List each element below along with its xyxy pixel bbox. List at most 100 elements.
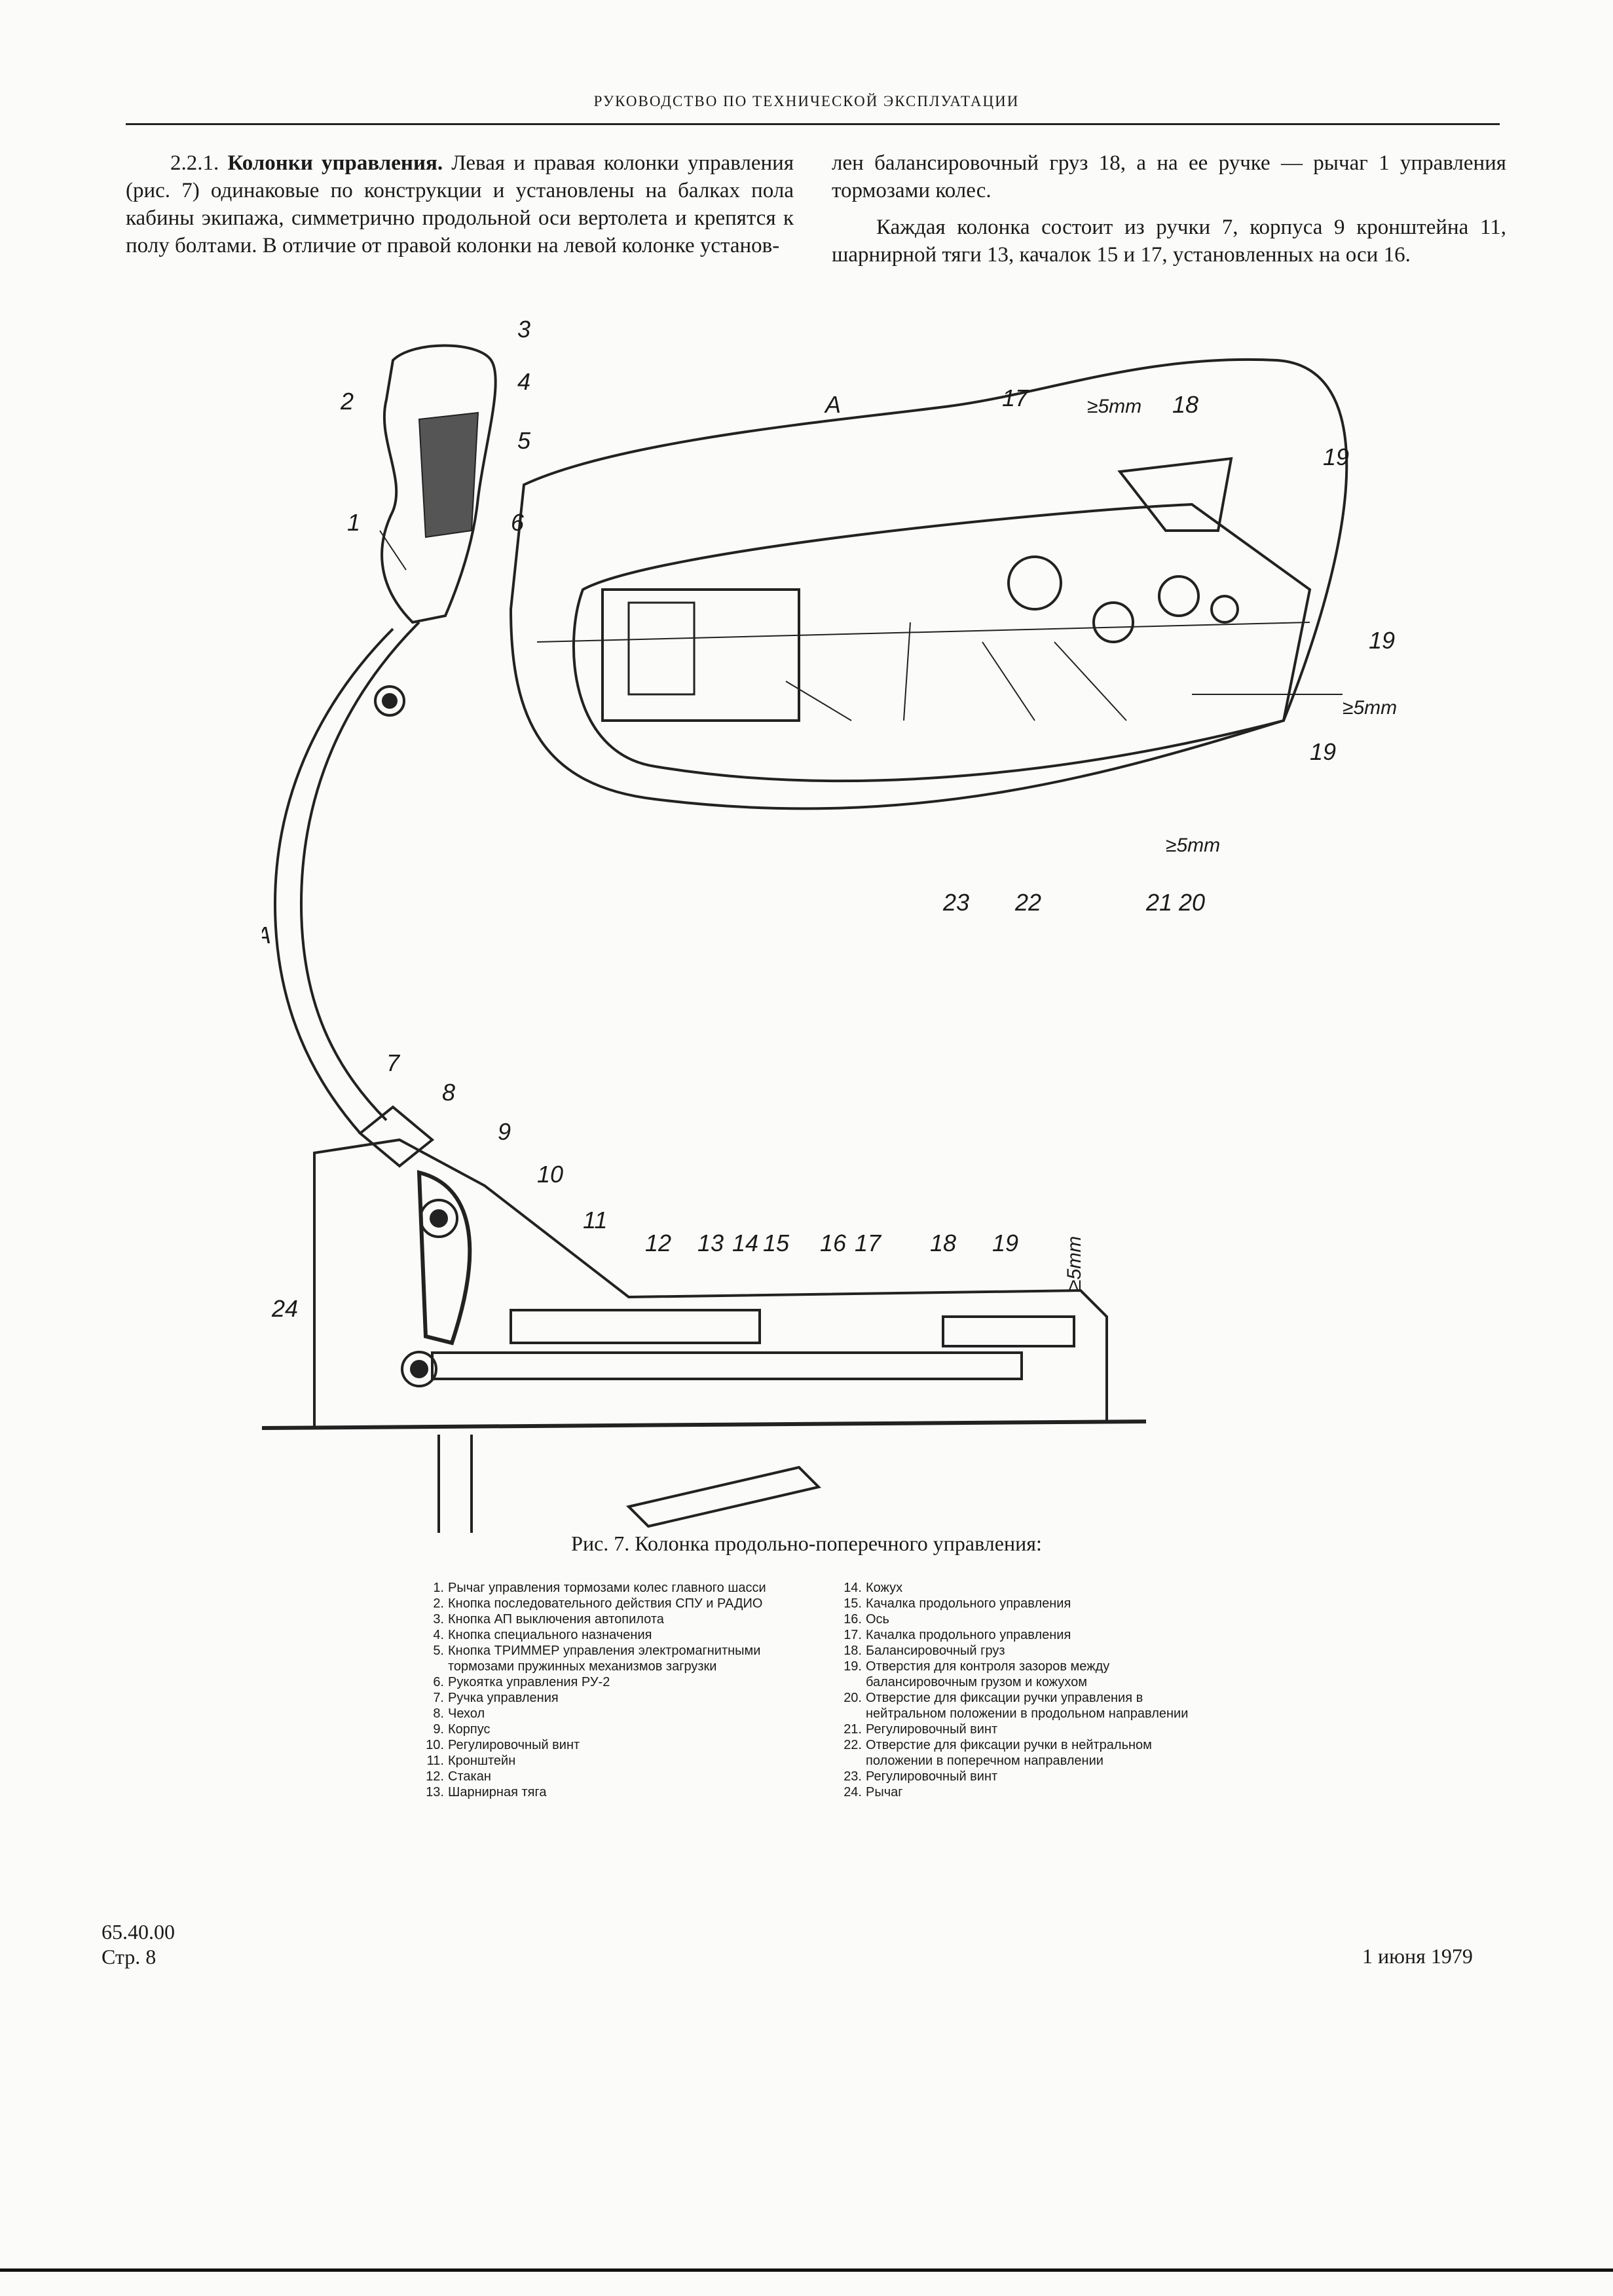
paragraph-text: Левая и правая колонки управления (рис. … [126,151,794,257]
legend-item: 11.Кронштейн [419,1753,799,1769]
legend-item-text: Ось [866,1612,889,1627]
legend-item-number: 8. [433,1706,444,1721]
legend-item-number: 9. [433,1722,444,1737]
callout-4: 4 [517,368,530,395]
legend-item: 2. Кнопка последовательного действия СПУ … [419,1596,799,1611]
legend-item-number: 7. [433,1691,444,1705]
legend-item-number: 18. [844,1644,862,1658]
callout-5: 5 [517,427,531,454]
legend-item: 5. Кнопка ТРИММЕР управления электромагни… [419,1643,799,1674]
legend-item: 20. Отверстие для фиксации ручки управлен… [837,1690,1217,1722]
callout-15: 15 [763,1230,790,1256]
legend-item-number: 6. [433,1675,444,1689]
text-column-right: лен балансировочный груз 18, а на ее руч… [832,149,1506,278]
callout-24: 24 [271,1295,298,1322]
legend-item: 15.Качалка продольного управления [837,1596,1217,1611]
legend-item-text: Ручка управления [448,1691,559,1705]
legend-item-text: Регулировочный винт [866,1769,998,1784]
text-column-left: 2.2.1. Колонки управления. Левая и права… [126,149,794,269]
callout-7: 7 [386,1049,401,1076]
pivot-24 [401,1351,437,1387]
push-rod [431,1351,1023,1380]
footer-doc-code: 65.40.00 Стр. 8 [102,1919,175,1969]
top-callout-20: 20 [1178,889,1205,916]
doc-code: 65.40.00 [102,1920,175,1944]
legend-item-number: 13. [426,1785,444,1799]
callout-9: 9 [498,1118,511,1145]
header-rule [126,123,1500,125]
legend-item-text: Кнопка специального назначения [448,1628,652,1642]
column-housing [313,1138,1108,1430]
legend-item-text: Рукоятка управления РУ-2 [448,1675,610,1689]
legend-item-number: 10. [426,1738,444,1752]
callout-6: 6 [511,509,525,536]
paragraph-composition: Каждая колонка состоит из ручки 7, корпу… [832,216,1506,267]
control-stick [299,621,420,1121]
legend-item: 16. Ось [837,1611,1217,1627]
stick-boot [358,1105,435,1168]
page-number: Стр. 8 [102,1945,157,1968]
legend-item-number: 23. [844,1769,862,1784]
figure-caption: Рис. 7. Колонка продольно-поперечного уп… [571,1532,1042,1555]
footer-date: 1 июня 1979 [1362,1944,1473,1968]
callout-2: 2 [340,388,354,415]
legend-item-number: 12. [426,1769,444,1784]
legend-item: 3. Кнопка АП выключения автопилота [419,1611,799,1627]
top-view-A-outline [509,358,1348,810]
callout-8: 8 [442,1079,455,1106]
bottom-rule [0,2268,1613,2272]
callout-19: 19 [992,1230,1018,1256]
legend-item-number: 19. [844,1659,862,1674]
section-number: 2.2.1. [170,151,228,175]
gap-label-top: ≥5mm [1087,396,1141,417]
legend-item-text: Кнопка последовательного действия СПУ и … [448,1596,763,1611]
gap-label-bottom: ≥5mm [1166,835,1220,856]
top-callout-19a: 19 [1323,443,1349,470]
legend-item-text: Отверстие для фиксации ручки в нейтральн… [866,1738,1152,1768]
gap-label-side: ≥5mm [1064,1236,1085,1290]
legend-item-text: Рычаг [866,1785,903,1799]
legend-item-text: Отверстия для контроля зазоров между бал… [866,1659,1110,1689]
legend-item-number: 14. [844,1581,862,1595]
running-header: РУКОВОДСТВО ПО ТЕХНИЧЕСКОЙ ЭКСПЛУАТАЦИИ [593,93,1020,109]
callout-11: 11 [583,1207,607,1233]
legend-item-text: Кнопка АП выключения автопилота [448,1612,664,1627]
paragraph-2-2-1: 2.2.1. Колонки управления. Левая и права… [126,149,794,259]
bracket-11 [510,1309,761,1344]
view-label-A: A [824,391,841,418]
legend-item: 4. Кнопка специального назначения [419,1627,799,1643]
legend-item-number: 24. [844,1785,862,1799]
section-title: Колонки управления. [227,151,443,175]
legend-item-text: Шарнирная тяга [448,1785,547,1799]
legend-item: 13. Шарнирная тяга [419,1784,799,1800]
legend-item: 18. Балансировочный груз [837,1643,1217,1659]
legend-item-number: 17. [844,1628,862,1642]
legend-item-number: 4. [433,1628,444,1642]
legend-item: 17.Качалка продольного управления [837,1627,1217,1643]
legend-item-number: 15. [844,1596,862,1611]
legend-item-number: 5. [433,1644,444,1658]
legend-item: 19. Отверстия для контроля зазоров между … [837,1659,1217,1690]
legend-item: 1.Рычаг управления тормозами колес главн… [419,1580,799,1596]
legend-item-text: Балансировочный груз [866,1644,1005,1658]
legend-item-number: 16. [844,1612,862,1627]
callout-18: 18 [930,1230,956,1256]
top-callout-19b: 19 [1369,627,1395,654]
legend-item-text: Отверстие для фиксации ручки управления … [866,1691,1189,1721]
legend-item-number: 3. [433,1612,444,1627]
callout-14: 14 [732,1230,758,1256]
legend-item: 7. Ручка управления [419,1690,799,1706]
legend-item: 14.Кожух [837,1580,1217,1596]
legend-item-number: 20. [844,1691,862,1705]
legend-item-number: 2. [433,1596,444,1611]
handle-grip [380,344,497,624]
legend-item-text: Кнопка ТРИММЕР управления электромагнитн… [448,1644,761,1674]
legend-left: 1.Рычаг управления тормозами колес главн… [419,1580,799,1800]
legend-item: 23. Регулировочный винт [837,1769,1217,1784]
legend-item-number: 11. [426,1754,444,1768]
top-callout-19c: 19 [1310,738,1336,765]
legend-item-number: 1. [433,1581,444,1595]
legend-item-text: Регулировочный винт [448,1738,580,1752]
top-callout-23: 23 [942,889,969,916]
